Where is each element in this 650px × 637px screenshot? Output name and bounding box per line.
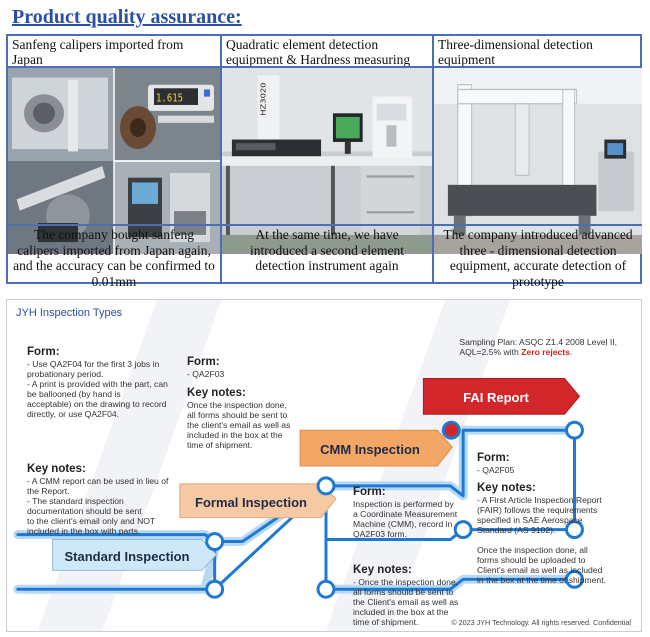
column-description: At the same time, we have introduced a s… (222, 224, 432, 286)
key4-line (477, 535, 637, 545)
inspection-title: JYH Inspection Types (16, 307, 123, 319)
key4-line: - A First Article Inspection Report (477, 495, 602, 505)
sampling-plan: Sampling Plan: ASQC Z1.4 2008 Level II, … (459, 337, 617, 357)
key3-line: all forms should be sent to (353, 587, 454, 597)
formal-form-block: Form: - QA2F03 (187, 356, 327, 379)
key2-line: the client's email as well as (187, 420, 291, 430)
column-calipers: Sanfeng calipers imported from Japan 1.6… (8, 36, 220, 289)
key2-line: included in the box at the (187, 430, 283, 440)
key4-line: Client's email as well as included (477, 565, 603, 575)
key3-line: included in the box at the (353, 607, 449, 617)
inspection-types-panel: JYH Inspection Types Sampling Plan: ASQC… (6, 299, 642, 632)
formal-key-notes-block: Key notes: Once the inspection done, all… (187, 387, 327, 450)
key4-line: (FAIR) follows the requirements (477, 505, 598, 515)
zero-rejects: Zero rejects (521, 347, 570, 357)
key3-line: - Once the inspection done, (353, 577, 459, 587)
form3-line: Machine (CMM), record in (353, 519, 453, 529)
form2-line: - QA2F03 (187, 369, 225, 379)
form4-line: - QA2F05 (477, 465, 515, 475)
inspection-flow-diagram (13, 300, 584, 631)
machine-label: HZ3020 (259, 82, 267, 115)
copyright-notice: © 2023 JYH Technology. All rights reserv… (451, 618, 631, 627)
key4-line: forms should be uploaded to (477, 555, 586, 565)
key3-line: the Client's email as well as (353, 597, 459, 607)
column-cmm: Three-dimensional detection equipment (432, 36, 642, 289)
column-detection-equipment: Quadratic element detection equipment & … (220, 36, 432, 282)
standard-key-notes-block: Key notes: - A CMM report can be used in… (27, 463, 192, 536)
cmm-key-notes-block: Key notes: - Once the inspection done, a… (353, 564, 483, 627)
key1-line: the Report. (27, 486, 70, 496)
stage-fai-report: FAI Report (463, 389, 529, 405)
form3-line: a Coordinate Measurement (353, 509, 458, 519)
key1-line: - The standard inspection (27, 496, 124, 506)
form1-line: - Use QA2F04 for the first 3 jobs in (27, 359, 160, 369)
key4-line: in the box at the time of shipment. (477, 575, 606, 585)
quality-table: Sanfeng calipers imported from Japan 1.6… (6, 34, 642, 289)
stage-standard-inspection: Standard Inspection (64, 549, 190, 564)
fai-form-block: Form: - QA2F05 (477, 452, 627, 475)
cmm-form-block: Form: Inspection is performed by a Coord… (353, 486, 483, 539)
key1-line: to the client's email only and NOT (27, 516, 156, 526)
form3-line: Inspection is performed by (353, 499, 454, 509)
calipers-photo: 1.615 (8, 68, 220, 254)
key4-line: Standard (AS 9102). (477, 525, 556, 535)
form1-line: directly, or use QA2F04. (27, 409, 120, 419)
form1-line: - A print is provided with the part, can (27, 379, 168, 389)
column-heading: Three-dimensional detection equipment (434, 36, 642, 68)
key2-line: all forms should be sent to (187, 410, 288, 420)
column-description: The company introduced advanced three - … (434, 224, 642, 289)
cmm-photo (434, 68, 642, 254)
key4-line: Once the inspection done, all (477, 545, 588, 555)
stage-formal-inspection: Formal Inspection (195, 494, 307, 510)
key2-line: Once the inspection done, (187, 400, 287, 410)
column-heading: Quadratic element detection equipment & … (222, 36, 432, 68)
page-title: Product quality assurance: (12, 6, 242, 28)
stage-cmm-inspection: CMM Inspection (320, 441, 420, 457)
form1-line: probationary period. (27, 369, 104, 379)
form1-line: be ballooned (by hand is (27, 389, 121, 399)
standard-form-block: Form: - Use QA2F04 for the first 3 jobs … (27, 346, 192, 419)
key2-line: time of shipment. (187, 440, 253, 450)
key1-line: included in the box with parts. (27, 526, 141, 536)
key3-line: time of shipment. (353, 617, 419, 627)
key1-line: documentation should be sent (27, 506, 142, 516)
column-heading: Sanfeng calipers imported from Japan (8, 36, 220, 68)
column-description: The company bought sanfeng calipers impo… (8, 224, 220, 289)
form1-line: acceptable) on the drawing to record (27, 399, 167, 409)
key4-line: specified in SAE Aerospace (477, 515, 583, 525)
key1-line: - A CMM report can be used in lieu of (27, 476, 169, 486)
caliper-reading: 1.615 (156, 93, 183, 105)
form3-line: QA2F03 form. (353, 529, 407, 539)
detection-equipment-photo: HZ3020 (222, 68, 432, 254)
fai-key-notes-block: Key notes: - A First Article Inspection … (477, 482, 637, 585)
